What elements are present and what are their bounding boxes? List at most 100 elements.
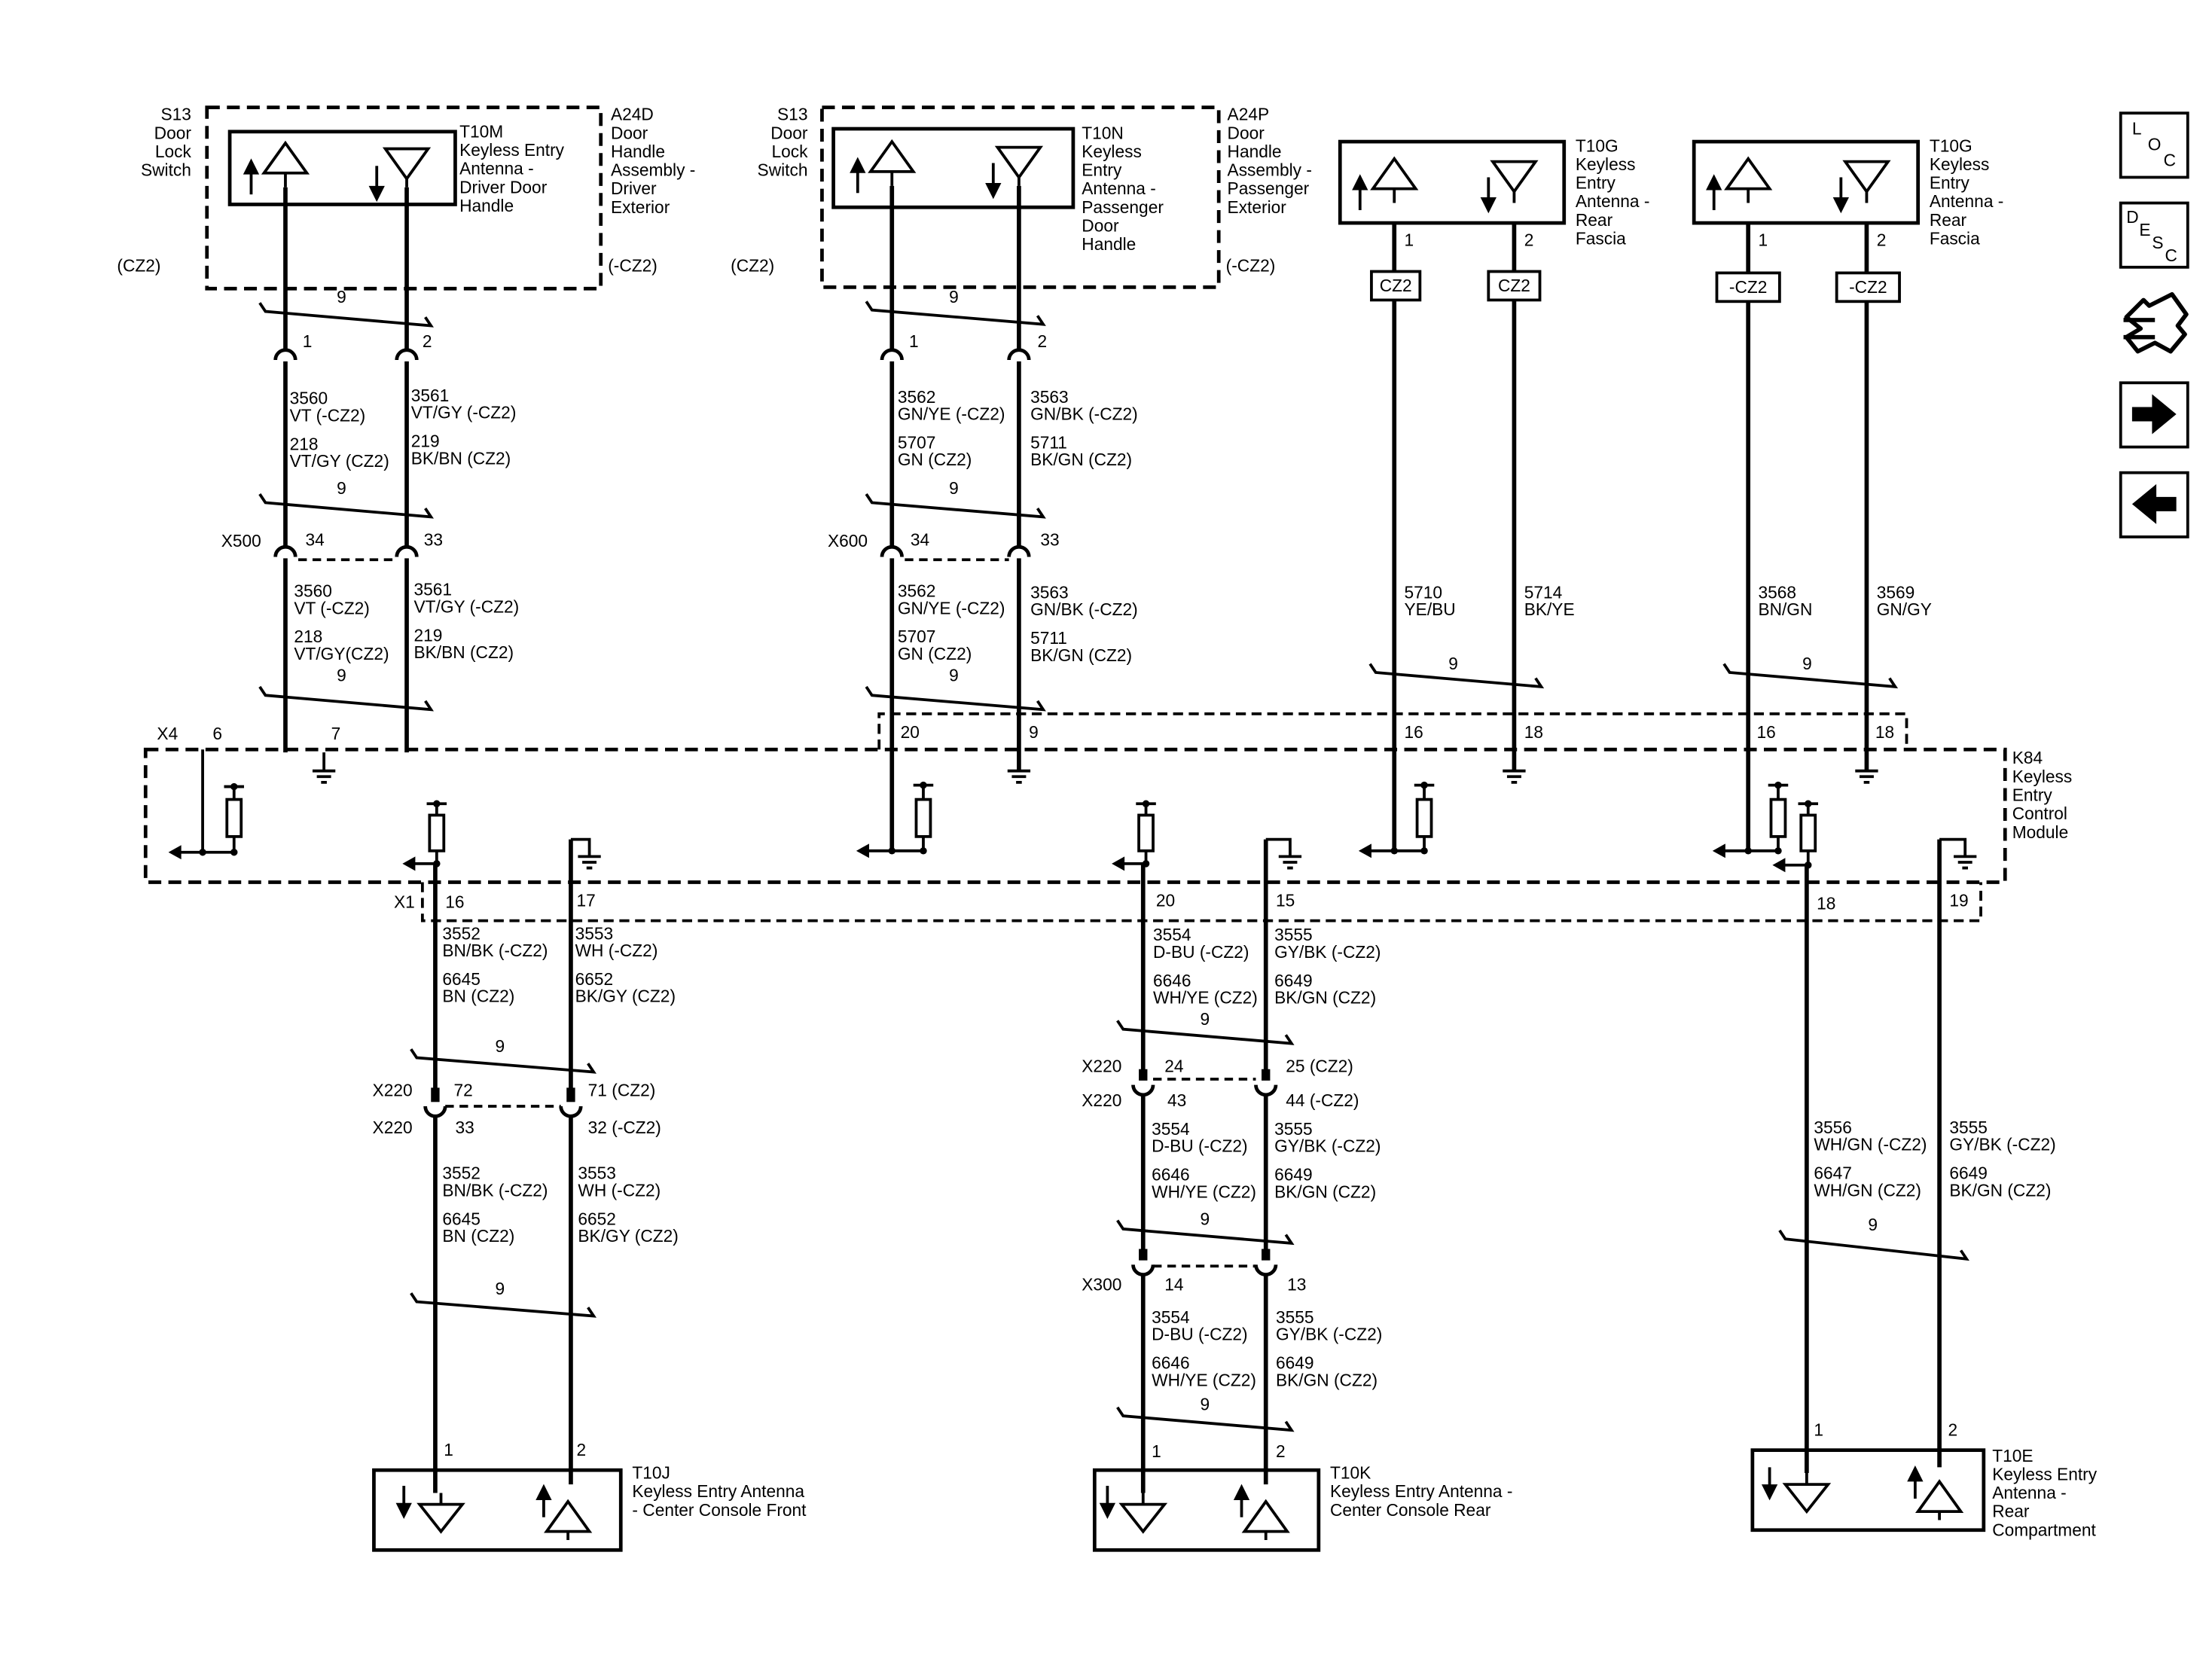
antenna-tx-icon (261, 140, 310, 188)
arrow-right-icon (2131, 394, 2177, 435)
label-line: Handle (1082, 234, 1136, 254)
label-line: Keyless Entry (1992, 1464, 2098, 1484)
twist-count: 9 (337, 665, 346, 685)
connector-labels: X500 X600 X4 X1 X220 X220 X220 X220 X300 (157, 531, 1121, 1294)
circuit-number: 3561 (411, 386, 450, 405)
label-line: Keyless (1576, 154, 1636, 174)
connector-x1: X1 (394, 892, 415, 912)
option-cz2: (CZ2) (117, 256, 160, 276)
label-line: T10G (1930, 136, 1972, 155)
antenna-rx-icon (1782, 1472, 1832, 1514)
option-box-text: -CZ2 (1729, 277, 1768, 297)
label-line: Passenger (1082, 197, 1164, 217)
label-line: Driver (611, 178, 657, 198)
pin: 15 (1276, 891, 1295, 910)
loc-letter: L (2132, 119, 2142, 139)
twist-count: 9 (496, 1279, 505, 1298)
circuit-number: 6649 (1949, 1163, 1988, 1183)
wire-color: GN/BK (-CZ2) (1030, 599, 1138, 619)
circuit-number: 5707 (898, 627, 936, 646)
wire-color: VT (-CZ2) (294, 598, 370, 618)
pin: 18 (1524, 722, 1543, 742)
wire-color: VT/GY (CZ2) (290, 451, 389, 471)
connector-x300: X300 (1082, 1274, 1121, 1294)
wire-color: BK/GN (CZ2) (1276, 1370, 1378, 1389)
wire-color: BN/GN (1758, 599, 1812, 619)
pin: 71 (CZ2) (588, 1081, 656, 1100)
next-page-button[interactable] (2119, 381, 2189, 449)
label-line: T10M (459, 121, 503, 141)
wire-color: D-BU (-CZ2) (1152, 1136, 1247, 1156)
wire-color: BK/GN (CZ2) (1274, 988, 1376, 1008)
antenna-symbols (261, 139, 1964, 1541)
wire-color: GY/BK (-CZ2) (1276, 1325, 1382, 1344)
option-box-text: CZ2 (1380, 276, 1412, 295)
circuit-number: 3553 (575, 923, 614, 943)
pin: 6 (212, 724, 222, 743)
desc-button[interactable]: D E S C (2119, 201, 2189, 269)
pin: 25 (CZ2) (1286, 1057, 1353, 1076)
option-box-text: -CZ2 (1849, 277, 1887, 297)
k84-arrowheads (168, 843, 1786, 873)
label-line: Entry (1576, 173, 1616, 193)
label-line: T10E (1992, 1446, 2033, 1465)
wire-color: D-BU (-CZ2) (1153, 942, 1249, 962)
wire-color: GY/BK (-CZ2) (1274, 1136, 1381, 1156)
pin: 72 (454, 1081, 473, 1100)
label-line: Fascia (1576, 229, 1626, 249)
wire-color: BK/GN (CZ2) (1274, 1182, 1376, 1201)
label-line: Entry (1930, 173, 1970, 193)
antenna-rx-icon (1118, 1493, 1168, 1534)
twist-count: 9 (1448, 654, 1458, 673)
ground-icon (312, 752, 336, 784)
arrow-left-icon (2131, 483, 2177, 524)
circuit-number: 3563 (1030, 582, 1069, 602)
wire-color: BN (CZ2) (442, 987, 514, 1006)
pin: 16 (1405, 722, 1423, 742)
pin: 43 (1167, 1090, 1186, 1110)
t10e-antenna-box (1750, 1448, 1986, 1532)
option-ncz2: (-CZ2) (1226, 256, 1276, 276)
circuit-number: 219 (414, 625, 443, 645)
circuit-number: 3554 (1153, 925, 1191, 944)
label-line: Handle (459, 196, 514, 215)
circuit-number: 3560 (290, 389, 328, 408)
connector-ties (298, 558, 1256, 1268)
antenna-tx-icon (1370, 156, 1419, 203)
circuit-number: 3554 (1152, 1307, 1190, 1327)
t10g-antenna-box-ncz2 (1692, 139, 1921, 225)
pin: 1 (1405, 230, 1414, 249)
circuit-number: 6646 (1153, 971, 1191, 990)
wire-color: BK/GN (CZ2) (1030, 450, 1132, 469)
loc-button[interactable]: L O C (2119, 111, 2189, 179)
splice-dots (199, 781, 1812, 869)
twist-count: 9 (337, 287, 346, 306)
connector-view-button[interactable] (2117, 290, 2192, 359)
circuit-number: 3552 (442, 923, 481, 943)
circuit-number: 3555 (1274, 925, 1313, 944)
circuit-number: 6646 (1152, 1353, 1190, 1373)
circuit-number: 218 (294, 627, 322, 646)
t10m-antenna-box (227, 130, 457, 206)
circuit-number: 6649 (1276, 1353, 1314, 1373)
circuit-number: 3561 (414, 580, 453, 599)
circuit-number: 3568 (1758, 582, 1796, 602)
wire-color: WH (-CZ2) (578, 1180, 661, 1200)
connector-x220: X220 (1082, 1057, 1121, 1076)
label-line: Door (611, 123, 648, 142)
label-line: Handle (611, 142, 665, 161)
pin: 1 (1758, 230, 1768, 249)
nav-toolbar: L O C D E S C (2117, 111, 2192, 538)
label-line: Entry (1082, 160, 1122, 180)
wire-color: BK/BN (CZ2) (411, 448, 511, 468)
a24p-housing (820, 105, 1221, 289)
previous-page-button[interactable] (2119, 471, 2189, 538)
